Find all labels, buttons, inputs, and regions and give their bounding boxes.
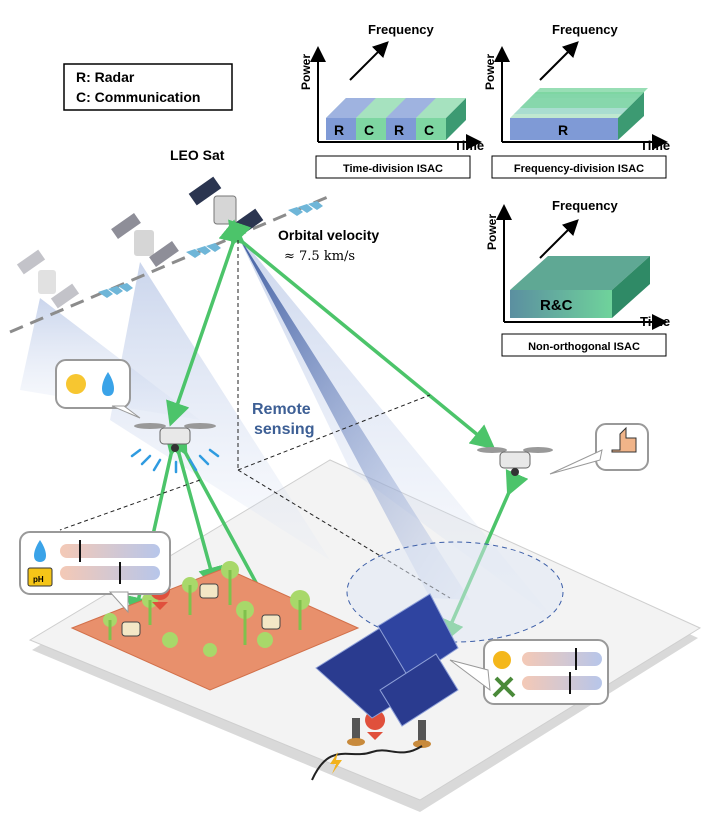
td-frequency-axis: Frequency <box>368 22 435 37</box>
drone-needs-callout <box>55 359 141 419</box>
no-block-label: R&C <box>540 297 573 314</box>
frequency-band-block <box>510 88 648 140</box>
light-bulb-icon <box>66 374 86 394</box>
orbital-velocity-label: Orbital velocity <box>278 227 379 243</box>
solar-status-callout <box>449 639 609 705</box>
repair-tools-icon <box>492 676 516 698</box>
non-orthogonal-panel <box>496 204 668 357</box>
td-slot-3: R <box>394 122 404 138</box>
satellite-ghost-2 <box>111 213 179 267</box>
health-bar <box>522 676 602 690</box>
no-power-axis: Power <box>485 214 499 250</box>
ph-label: pH <box>33 575 44 584</box>
remote-sensing-line2: sensing <box>254 421 314 438</box>
soil-status-callout <box>19 531 171 614</box>
satellite-ghost-1 <box>16 249 80 309</box>
fd-power-axis: Power <box>483 54 497 90</box>
no-frequency-axis: Frequency <box>552 198 619 213</box>
power-cable <box>311 745 423 781</box>
fd-caption: Frequency-division ISAC <box>514 163 644 175</box>
leo-satellite-icon[interactable] <box>188 176 264 238</box>
shared-resource-block <box>510 256 650 318</box>
crop-field <box>70 561 360 691</box>
orbit-path <box>9 194 331 334</box>
legend-radar-label: R: Radar <box>76 69 135 85</box>
td-slot-4: C <box>424 122 434 138</box>
sunlight-bar <box>522 652 602 666</box>
time-slot-block <box>326 98 466 140</box>
sun-icon <box>493 651 511 669</box>
td-slot-2: C <box>364 122 374 138</box>
lightning-icon <box>330 752 342 774</box>
fd-frequency-axis: Frequency <box>552 22 619 37</box>
thumbs-up-callout <box>549 423 649 475</box>
moisture-bar <box>60 544 160 558</box>
ph-bar <box>60 566 160 580</box>
soil-sensor-icon[interactable] <box>121 583 281 637</box>
spraying-drone-icon[interactable] <box>134 423 216 452</box>
no-caption: Non-orthogonal ISAC <box>528 341 640 353</box>
td-slot-1: R <box>334 122 344 138</box>
td-power-axis: Power <box>299 54 313 90</box>
time-division-panel <box>310 41 482 179</box>
td-time-axis: Time <box>454 138 484 153</box>
fd-band-label: R <box>558 122 568 138</box>
legend-communication-label: C: Communication <box>76 89 200 105</box>
solar-panel-array <box>315 593 459 748</box>
remote-sensing-line1: Remote <box>252 401 311 418</box>
relay-drone-icon[interactable] <box>477 447 553 476</box>
td-caption: Time-division ISAC <box>343 163 443 175</box>
fd-time-axis: Time <box>640 138 670 153</box>
ph-sensor-icon <box>27 567 53 587</box>
water-spray-icon <box>130 448 220 474</box>
water-drop-icon <box>102 372 114 396</box>
water-drop-icon <box>34 540 46 562</box>
thumbs-up-icon <box>611 426 637 453</box>
orbital-velocity-value: ≈ 7.5 km/s <box>284 249 355 264</box>
satellite-label: LEO Sat <box>170 147 225 163</box>
no-time-axis: Time <box>640 314 670 329</box>
legend-box <box>63 63 233 111</box>
frequency-division-panel <box>491 41 668 179</box>
